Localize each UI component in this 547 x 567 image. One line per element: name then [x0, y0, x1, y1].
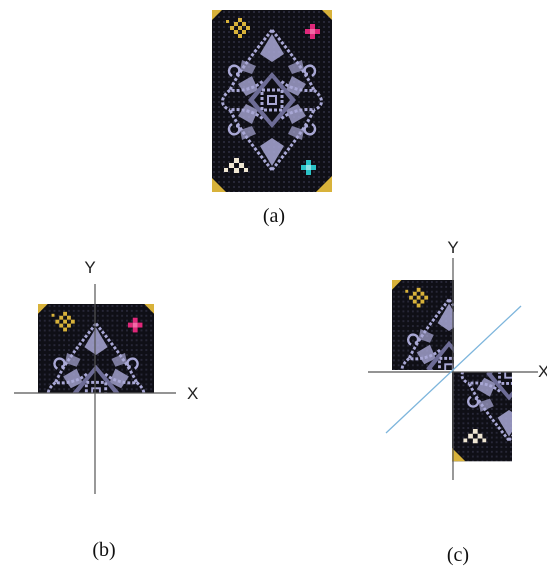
mirror-line-c	[385, 305, 522, 434]
y-axis-label-c: Y	[447, 238, 458, 257]
x-axis-label-c: X	[538, 362, 547, 381]
caption-b: (b)	[92, 539, 115, 561]
y-axis-label-b: Y	[84, 258, 95, 277]
caption-a: (a)	[263, 205, 285, 227]
textile-quadrant-lower-right	[452, 372, 512, 462]
textile-full	[210, 8, 334, 194]
x-axis-label-b: X	[187, 384, 198, 403]
caption-c: (c)	[447, 544, 469, 566]
